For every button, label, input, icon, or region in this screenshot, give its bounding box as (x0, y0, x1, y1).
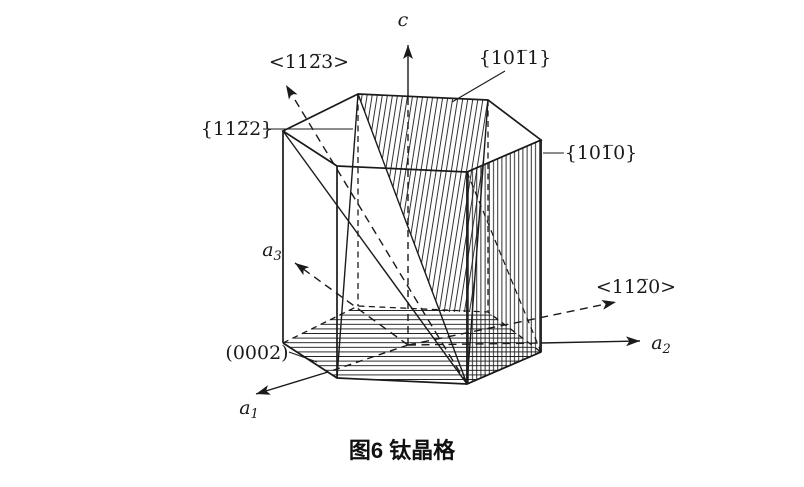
leader-1011 (451, 70, 506, 103)
pyramidal-plane-edges (282, 93, 489, 385)
pyramidal-plane-edge (357, 93, 468, 385)
label-1011: {101̅1} (479, 47, 552, 69)
direction-1123-arrow (285, 84, 468, 385)
label-a3-sub: 3 (274, 249, 282, 264)
plane-trace (466, 171, 542, 353)
a2-axis (540, 336, 641, 347)
bottom-back-hidden-edge (282, 305, 542, 353)
label-a2: a2 (651, 332, 671, 357)
label-a2-sub: 2 (662, 342, 671, 357)
a3-axis (294, 262, 409, 346)
label-a1-sub: 1 (251, 407, 259, 422)
pyramidal-plane-hatch (358, 94, 488, 312)
label-1122: {112̅2} (201, 118, 274, 140)
label-a3: a3 (262, 239, 282, 264)
leader-0002 (288, 351, 318, 363)
label-a1-base: a (239, 397, 250, 419)
leader-lines (263, 70, 564, 363)
pyramidal-plane-edge (282, 130, 468, 385)
label-a3-base: a (262, 239, 273, 261)
label-a2-base: a (651, 332, 662, 354)
bottom-front-edge (282, 342, 542, 385)
a1-axis (255, 371, 329, 395)
label-1010: {101̅0} (565, 142, 638, 164)
crystal-edges (281, 93, 543, 385)
label-a1: a1 (239, 397, 259, 422)
a1-axis-hidden (327, 344, 409, 373)
direction-1120-arrow (407, 299, 617, 346)
axes (255, 45, 641, 395)
label-c: c (398, 9, 409, 31)
pyramidal-plane-edge (466, 99, 489, 385)
pyramidal-plane-edge (336, 93, 359, 379)
label-1120: <112̅0> (596, 276, 676, 298)
label-0002: (0002) (225, 342, 288, 364)
a2-axis-hidden (407, 342, 542, 346)
hidden-edges (282, 94, 542, 353)
label-1123: <112̅3> (269, 51, 349, 73)
figure-caption: 图6 钛晶格 (349, 438, 456, 463)
